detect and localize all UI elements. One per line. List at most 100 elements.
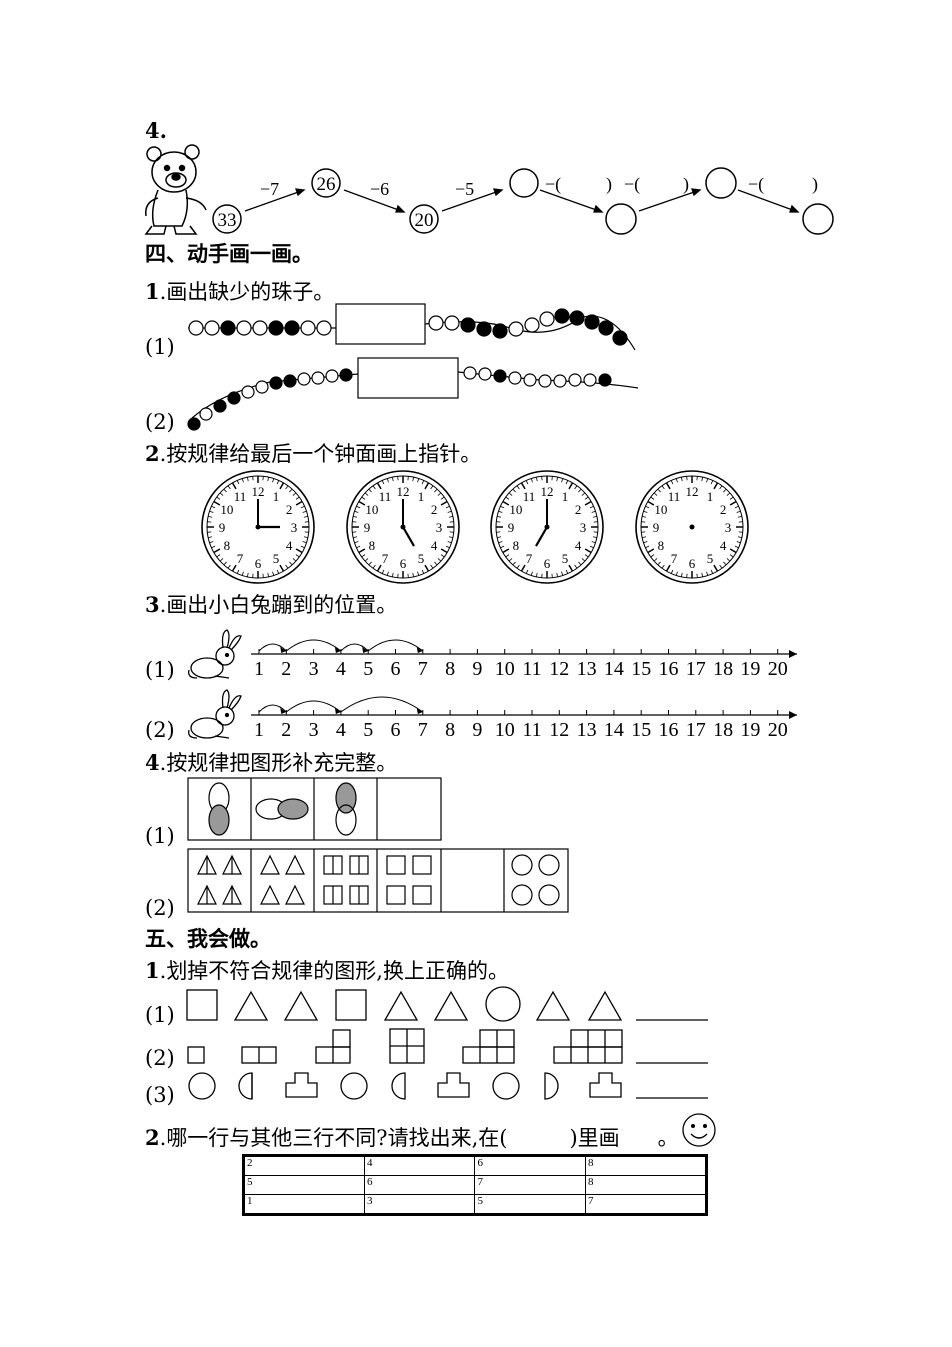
clock-number: 11	[668, 489, 681, 504]
number-line-tick: 9	[472, 658, 482, 680]
number-line-tick: 1	[254, 658, 264, 680]
number-line-tick: 10	[495, 719, 515, 741]
clock-number: 2	[286, 502, 293, 517]
question-title: 2.按规律给最后一个钟面画上指针。	[145, 441, 482, 466]
clock-number: 1	[418, 489, 425, 504]
hour-hand	[535, 526, 548, 547]
clock-number: 11	[523, 489, 536, 504]
number-line-tick: 8	[445, 658, 455, 680]
clock-number: 6	[689, 556, 696, 571]
clock-number: 11	[234, 489, 247, 504]
rabbit-icon	[188, 629, 242, 679]
item-label: (1)	[145, 335, 175, 359]
number-line-tick: 18	[713, 719, 733, 741]
number-line-tick: 9	[472, 719, 482, 741]
smiley-icon	[682, 1113, 716, 1147]
clock-number: 9	[508, 520, 515, 535]
clock-number: 5	[273, 551, 280, 566]
clock-number: 4	[431, 538, 438, 553]
clock-number: 7	[382, 551, 389, 566]
number-line-tick: 7	[418, 658, 428, 680]
clock-number: 6	[255, 556, 262, 571]
clock-number: 4	[575, 538, 582, 553]
svg-text:−5: −5	[455, 179, 474, 199]
question-title: 1.画出缺少的珠子。	[145, 279, 335, 304]
clock-number: 4	[720, 538, 727, 553]
clock-number: 3	[725, 520, 732, 535]
clock-number: 8	[224, 538, 231, 553]
number-line-tick: 18	[713, 658, 733, 680]
number-line-tick: 19	[740, 658, 760, 680]
svg-text:26: 26	[317, 174, 336, 195]
svg-text:−(: −(	[545, 174, 561, 195]
clock-number: 3	[291, 520, 298, 535]
clock-number: 2	[431, 502, 438, 517]
clock-number: 12	[686, 484, 699, 499]
svg-text:−(: −(	[748, 174, 764, 195]
number-line-tick: 16	[659, 719, 679, 741]
number-line-tick: 19	[740, 719, 760, 741]
number-line-tick: 4	[336, 658, 346, 680]
clock-number: 5	[418, 551, 425, 566]
svg-text:): )	[606, 174, 612, 195]
svg-text:−(: −(	[624, 174, 640, 195]
clock-number: 10	[509, 502, 522, 517]
number-line-tick: 10	[495, 658, 515, 680]
number-line-tick: 6	[391, 719, 401, 741]
clock-number: 6	[544, 556, 551, 571]
svg-text:−7: −7	[260, 179, 279, 199]
section-title: 五、我会做。	[145, 926, 271, 951]
number-line-tick: 20	[768, 658, 788, 680]
clock-number: 11	[379, 489, 392, 504]
clock-number: 4	[286, 538, 293, 553]
number-line-tick: 1	[254, 719, 264, 741]
question-title: 3.画出小白兔蹦到的位置。	[145, 592, 398, 617]
item-label: (2)	[145, 718, 175, 742]
section-title: 四、动手画一画。	[145, 241, 313, 266]
svg-text:): )	[683, 174, 689, 195]
question-title: 1.划掉不符合规律的图形,换上正确的。	[145, 958, 509, 983]
beads-drawing	[187, 303, 639, 431]
clock-number: 12	[397, 484, 410, 499]
subtraction-chain: 33 26 20 −7 −6 −5 −( ) −( ) −( )	[144, 144, 834, 235]
item-label: (1)	[145, 1003, 175, 1027]
clock-number: 5	[562, 551, 569, 566]
svg-text:−6: −6	[370, 179, 389, 199]
item-label: (1)	[145, 824, 175, 848]
rabbit-icon	[188, 689, 242, 739]
question-title: 2.哪一行与其他三行不同?请找出来,在()里画。	[145, 1125, 679, 1150]
question-number: 4.	[145, 118, 167, 143]
pattern-rows	[186, 986, 708, 1100]
number-line-tick: 15	[631, 719, 651, 741]
clock-number: 1	[707, 489, 714, 504]
clock-number: 3	[580, 520, 587, 535]
svg-text:33: 33	[218, 210, 237, 231]
number-line-tick: 17	[686, 658, 706, 680]
number-line-tick: 12	[549, 658, 569, 680]
number-line-tick: 13	[577, 719, 597, 741]
clock-number: 12	[541, 484, 554, 499]
bear-icon	[144, 144, 207, 235]
clock-number: 9	[219, 520, 226, 535]
clock-number: 2	[720, 502, 727, 517]
clock-number: 8	[513, 538, 520, 553]
number-line-tick: 13	[577, 658, 597, 680]
number-line-tick: 4	[336, 719, 346, 741]
number-line-tick: 14	[604, 658, 624, 680]
number-line-tick: 14	[604, 719, 624, 741]
shape-patterns	[187, 777, 569, 913]
hour-hand	[402, 526, 415, 547]
clock-number: 2	[575, 502, 582, 517]
number-line-tick: 7	[418, 719, 428, 741]
clock-number: 10	[365, 502, 378, 517]
clock-number: 1	[273, 489, 280, 504]
number-line-tick: 16	[659, 658, 679, 680]
item-label: (2)	[145, 410, 175, 434]
